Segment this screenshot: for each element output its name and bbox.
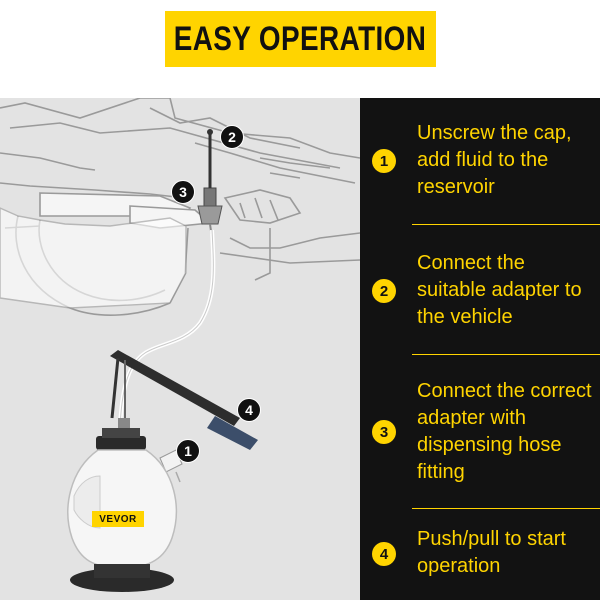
step-number-badge: 3 <box>372 420 396 444</box>
step-divider <box>412 354 600 355</box>
pump-reservoir <box>67 418 183 592</box>
page-title: EASY OPERATION <box>174 19 427 58</box>
step-number-badge: 4 <box>372 542 396 566</box>
step-text: Connect the correct adapter with dispens… <box>417 380 592 483</box>
step-text: Unscrew the cap, add fluid to the reserv… <box>417 122 572 198</box>
step-2: 2 Connect the suitable adapter to the ve… <box>360 250 600 332</box>
step-text: Connect the suitable adapter to the vehi… <box>417 252 582 328</box>
step-divider <box>412 508 600 509</box>
step-text: Push/pull to start operation <box>417 528 566 577</box>
vehicle-and-pump-drawing <box>0 98 360 592</box>
callout-2: 2 <box>220 125 244 149</box>
pump-handle <box>110 350 258 450</box>
brand-logo: VEVOR <box>92 511 144 527</box>
step-1: 1 Unscrew the cap, add fluid to the rese… <box>360 120 600 202</box>
step-divider <box>412 224 600 225</box>
step-number-badge: 2 <box>372 279 396 303</box>
callout-4: 4 <box>237 398 261 422</box>
step-4: 4 Push/pull to start operation <box>360 526 600 582</box>
title-banner: EASY OPERATION <box>165 11 436 67</box>
step-number-badge: 1 <box>372 149 396 173</box>
step-3: 3 Connect the correct adapter with dispe… <box>360 378 600 488</box>
product-illustration: 1 2 3 4 <box>0 98 360 600</box>
steps-panel: 1 Unscrew the cap, add fluid to the rese… <box>360 98 600 600</box>
callout-3: 3 <box>171 180 195 204</box>
callout-1: 1 <box>176 439 200 463</box>
transmission-fitting <box>197 129 223 239</box>
